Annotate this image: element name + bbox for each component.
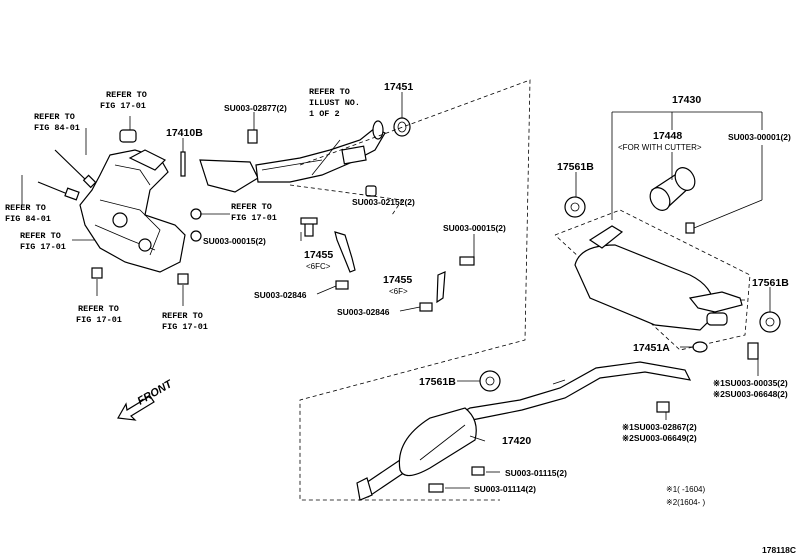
label-17410b: 17410B	[166, 127, 203, 139]
ref-2-line-2: FIG 84-01	[34, 123, 80, 133]
bolt-00001	[685, 222, 695, 234]
ref-4-line-1: REFER TO	[231, 202, 272, 212]
front-label: FRONT	[136, 378, 176, 408]
bolt-02846b	[419, 302, 433, 312]
label-su003-01115: SU003-01115(2)	[505, 468, 567, 478]
label-17455-b-note: <6F>	[389, 287, 408, 296]
label-17455-a-note: <6FC>	[306, 262, 331, 271]
bolt-02877	[247, 129, 258, 144]
label-17451: 17451	[384, 81, 413, 93]
manifold-gasket	[119, 129, 137, 143]
bolt-00015a	[300, 217, 318, 237]
ref-5-line-2: FIG 17-01	[20, 242, 66, 252]
nut-02867	[656, 401, 670, 413]
nut-02152	[365, 185, 377, 197]
ref-2-line-1: REFER TO	[34, 112, 75, 122]
ref-1-line-2: FIG 17-01	[100, 101, 146, 111]
label-17561b-c: 17561B	[419, 376, 456, 388]
ref-7-line-2: FIG 17-01	[162, 322, 208, 332]
center-exhaust-pipe-17420	[356, 361, 692, 501]
ref-illust-line-1: REFER TO	[309, 87, 350, 97]
ref-3-line-1: REFER TO	[5, 203, 46, 213]
reference-labels: REFER TO ILLUST NO. 1 OF 2 REFER TO FIG …	[5, 87, 360, 332]
label-17448-note: <FOR WITH CUTTER>	[618, 143, 702, 152]
hanger-17561b-b	[759, 311, 781, 333]
label-su003-02152: SU003-02152(2)	[352, 197, 415, 207]
oxygen-sensor-lower	[37, 181, 80, 201]
label-su003-06648: ※2SU003-06648(2)	[713, 389, 788, 399]
hanger-17561b-c	[479, 370, 501, 392]
label-17430: 17430	[672, 94, 701, 106]
stud-01114	[428, 483, 444, 493]
label-su003-02846-a: SU003-02846	[254, 290, 307, 300]
label-su003-00001: SU003-00001(2)	[728, 132, 791, 142]
bolt-labels: SU003-02877(2) SU003-00001(2) SU003-0215…	[203, 103, 791, 494]
ref-6-line-2: FIG 17-01	[76, 315, 122, 325]
legend-line-1: ※1( -1604)	[666, 485, 706, 494]
label-su003-02867: ※1SU003-02867(2)	[622, 422, 697, 432]
ref-1-line-1: REFER TO	[106, 90, 147, 100]
exhaust-manifold	[79, 149, 202, 273]
tail-cutter-17448	[649, 167, 696, 211]
label-su003-01114: SU003-01114(2)	[474, 484, 536, 494]
stud-17410b	[180, 151, 186, 177]
ref-3-line-2: FIG 84-01	[5, 214, 51, 224]
center-assembly-frame	[289, 79, 531, 501]
ref-6-line-1: REFER TO	[78, 304, 119, 314]
bracket-17455-6fc	[334, 231, 356, 273]
label-su003-00035: ※1SU003-00035(2)	[713, 378, 788, 388]
nut-01115	[471, 466, 485, 476]
label-su003-00015-b: SU003-00015(2)	[443, 223, 506, 233]
label-17420: 17420	[502, 435, 531, 447]
legend-line-2: ※2(1604- )	[666, 498, 706, 507]
bolt-00035	[747, 342, 759, 360]
ref-illust-line-3: 1 OF 2	[309, 109, 340, 119]
label-17561b-b: 17561B	[752, 277, 789, 289]
manifold-stud-nut	[91, 267, 189, 285]
bracket-17455-6f	[436, 271, 446, 304]
front-exhaust-pipe	[199, 120, 386, 193]
label-su003-06649: ※2SU003-06649(2)	[622, 433, 697, 443]
footnote-legend: ※1( -1604) ※2(1604- )	[666, 485, 706, 507]
label-17561b-a: 17561B	[557, 161, 594, 173]
label-17451a: 17451A	[633, 342, 670, 354]
label-su003-00015-a: SU003-00015(2)	[203, 236, 266, 246]
bolt-02846a	[335, 280, 349, 290]
ref-5-line-1: REFER TO	[20, 231, 61, 241]
ref-7-line-1: REFER TO	[162, 311, 203, 321]
ref-4-line-2: FIG 17-01	[231, 213, 277, 223]
gasket-17451a	[692, 341, 708, 353]
label-17455-b: 17455	[383, 274, 412, 286]
label-17455-a: 17455	[304, 249, 333, 261]
label-su003-02846-b: SU003-02846	[337, 307, 390, 317]
hanger-17561b-a	[564, 196, 586, 218]
label-17448: 17448	[653, 130, 682, 142]
label-su003-02877: SU003-02877(2)	[224, 103, 287, 113]
oxygen-sensor-upper	[54, 149, 97, 189]
leader-lines	[21, 92, 771, 489]
bolt-00015b	[459, 256, 475, 266]
front-arrow-icon: FRONT	[117, 378, 176, 421]
ref-illust-line-2: ILLUST NO.	[309, 98, 360, 108]
rear-muffler-17430	[554, 209, 751, 351]
part-labels: 17430 17448 <FOR WITH CUTTER> 17451 1741…	[166, 81, 789, 447]
figure-id: 178118C	[762, 545, 796, 555]
